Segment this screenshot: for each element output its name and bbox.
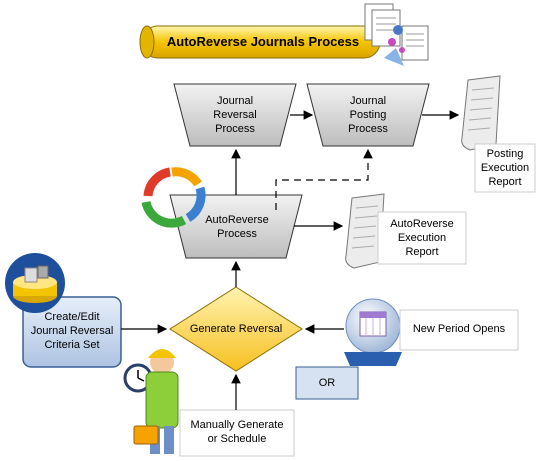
connectors — [121, 110, 460, 410]
documents-gear-icon — [364, 3, 429, 66]
autoreverse-process — [169, 194, 303, 259]
criteria-set-label: Create/Edit Journal Reversal Criteria Se… — [30, 311, 114, 351]
journal-posting-label: Journal Posting Process — [348, 95, 388, 135]
posting-report-icon — [461, 75, 501, 151]
generate-reversal-decision — [169, 286, 303, 372]
manual-generate-label: Manually Generate or Schedule — [190, 419, 284, 445]
journal-reversal-label: Journal Reversal Process — [213, 95, 257, 135]
new-period-label: New Period Opens — [412, 323, 506, 335]
database-icon — [5, 253, 65, 313]
new-period-label-box — [399, 309, 519, 351]
autoreverse-label: AutoReverse Process — [205, 214, 269, 240]
snow-globe-calendar-icon — [344, 298, 402, 366]
manual-label-box — [179, 409, 295, 457]
or-box — [295, 366, 359, 400]
journal-posting-process — [306, 83, 430, 147]
worker-clock-icon — [123, 349, 179, 454]
title-text: AutoReverse Journals Process — [166, 34, 360, 49]
cycle-arrows-icon — [141, 167, 206, 228]
autoreverse-report-icon — [345, 193, 385, 269]
posting-report-label-box — [474, 143, 536, 193]
journal-reversal-process — [173, 83, 297, 147]
posting-report-label: Posting Execution Report — [480, 148, 530, 188]
generate-reversal-label: Generate Reversal — [189, 323, 283, 335]
autoreverse-report-label-box — [377, 211, 467, 265]
or-label: OR — [318, 377, 336, 389]
criteria-set-box — [22, 296, 122, 368]
autoreverse-report-label: AutoReverse Execution Report — [390, 218, 454, 258]
